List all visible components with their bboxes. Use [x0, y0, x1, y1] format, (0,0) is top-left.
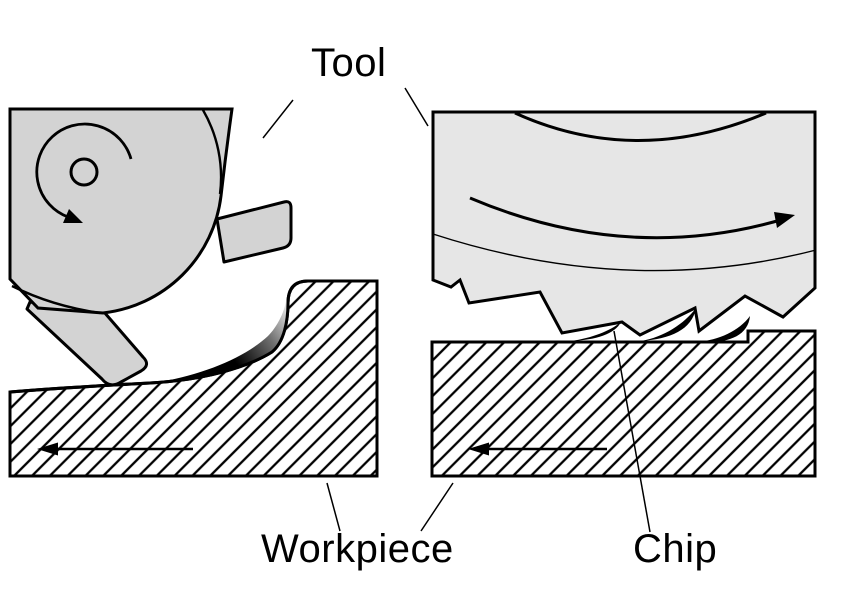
right-chip-3 — [697, 316, 750, 343]
left-tool-blade — [25, 300, 148, 387]
chip-label: Chip — [633, 527, 718, 571]
tool-leader-left — [262, 99, 294, 139]
chip-leader — [613, 330, 651, 533]
right-rotation-arrow-arc — [469, 196, 785, 240]
workpiece-leader-left — [326, 482, 341, 532]
right-tool-thin-arc — [432, 233, 817, 272]
left-rotation-arrow-head — [63, 209, 83, 223]
right-rotation-arrow-head — [774, 212, 795, 228]
tool-label: Tool — [311, 41, 387, 85]
leader-lines — [262, 87, 651, 533]
left-feed-arrow-head — [37, 442, 58, 456]
left-panel — [8, 107, 379, 478]
left-workpiece-outline — [9, 279, 377, 394]
right-tool-body — [431, 110, 817, 337]
workpiece-label: Workpiece — [261, 527, 454, 571]
left-tool-body — [8, 107, 234, 315]
right-feed-arrow-head — [468, 442, 489, 456]
left-tool-disc-edge-top — [201, 109, 223, 195]
right-workpiece — [430, 329, 817, 478]
right-panel — [430, 110, 817, 478]
left-tool-spindle-hole — [69, 157, 99, 187]
right-chip-2 — [641, 308, 696, 341]
left-tool-disc-edge-bottom — [11, 284, 101, 315]
workpiece-leader-right — [420, 482, 454, 532]
tool-leader-right — [404, 87, 429, 127]
left-rotation-arrow-arc — [35, 122, 133, 219]
left-chip — [148, 301, 289, 384]
left-tool-insert — [215, 200, 293, 264]
right-chip-1 — [571, 322, 621, 341]
right-tool-rim-arc — [514, 111, 767, 142]
